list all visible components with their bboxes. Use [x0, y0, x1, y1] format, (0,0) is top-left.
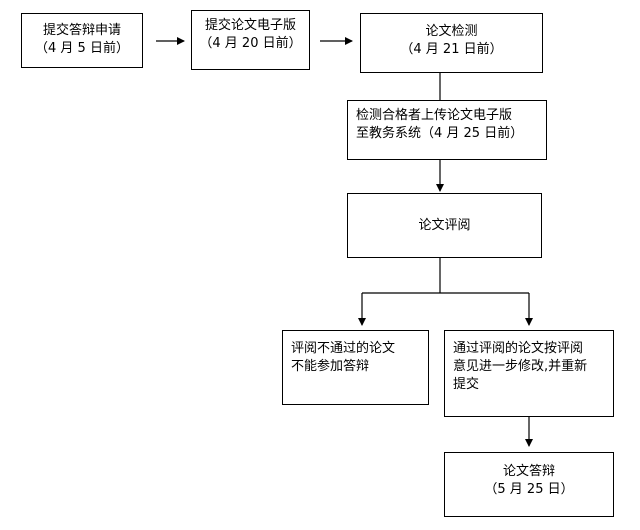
step-submit-thesis-electronic: 提交论文电子版 （4 月 20 日前）: [191, 10, 310, 70]
fail-line1: 评阅不通过的论文: [291, 341, 396, 356]
outcome-review-passed: 通过评阅的论文按评阅 意见进一步修改,并重新 提交: [444, 330, 614, 417]
step5-title: 论文评阅: [418, 218, 471, 233]
fail-line2: 不能参加答辩: [291, 359, 370, 374]
step-thesis-check: 论文检测 （4 月 21 日前）: [360, 13, 543, 73]
step1-date: （4 月 5 日前）: [35, 41, 129, 56]
pass-line2: 意见进一步修改,并重新: [453, 359, 588, 374]
step3-title: 论文检测: [425, 24, 478, 39]
pass-line3: 提交: [453, 377, 480, 392]
step-thesis-review: 论文评阅: [347, 193, 542, 258]
step2-date: （4 月 20 日前）: [199, 36, 302, 51]
step-upload-to-system: 检测合格者上传论文电子版 至教务系统（4 月 25 日前）: [347, 100, 547, 160]
step-submit-defense-application: 提交答辩申请 （4 月 5 日前）: [21, 13, 143, 68]
outcome-review-failed: 评阅不通过的论文 不能参加答辩: [282, 330, 429, 405]
pass-line1: 通过评阅的论文按评阅: [453, 341, 584, 356]
step-thesis-defense: 论文答辩 （5 月 25 日）: [444, 452, 614, 517]
final-title: 论文答辩: [502, 464, 555, 479]
step1-title: 提交答辩申请: [42, 23, 121, 38]
step4-line1: 检测合格者上传论文电子版: [356, 108, 513, 123]
step3-date: （4 月 21 日前）: [400, 42, 503, 57]
step2-title: 提交论文电子版: [204, 18, 296, 33]
step4-line2: 至教务系统（4 月 25 日前）: [356, 126, 524, 141]
final-date: （5 月 25 日）: [484, 482, 574, 497]
